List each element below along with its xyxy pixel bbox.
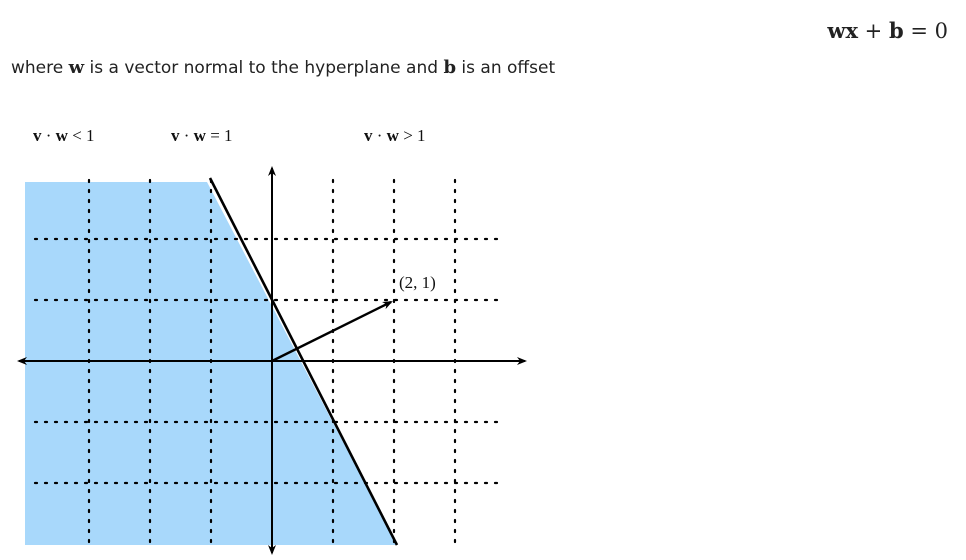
eq-w: w [827,18,846,43]
region-gt-val: 1 [417,126,426,145]
region-gt-rel: > [403,126,413,145]
region-eq-val: 1 [224,126,233,145]
region-gt-w: w [386,126,399,145]
region-label-greater: v · w > 1 [364,126,426,146]
hyperplane-line-layer [208,177,399,546]
region-gt-v: v [364,126,373,145]
axes-layer [17,166,527,555]
region-eq-w: w [193,126,206,145]
desc-part2: is a vector normal to the hyperplane and [84,58,444,78]
grid-lines-layer [33,178,507,547]
desc-w: w [68,57,85,78]
description-text: where w is a vector normal to the hyperp… [11,57,555,78]
desc-part3: is an offset [456,58,556,78]
region-label-less: v · w < 1 [33,126,95,146]
half-plane-region [25,182,397,545]
region-eq-dot: · [183,126,190,145]
region-less-v: v [33,126,42,145]
eq-b: b [888,18,904,43]
eq-rhs: 0 [934,19,948,43]
region-label-equal: v · w = 1 [171,126,233,146]
region-less-rel: < [72,126,82,145]
region-gt-dot: · [376,126,383,145]
region-less-w: w [55,126,68,145]
region-less-val: 1 [86,126,95,145]
normal-vector-layer [271,300,393,363]
region-eq-rel: = [210,126,220,145]
region-less-dot: · [45,126,52,145]
hyperplane-line [208,177,399,546]
eq-equals: = [910,19,928,43]
half-plane-shading-layer [25,182,397,545]
desc-b: b [443,57,457,78]
desc-part1: where [11,58,69,78]
point-label: (2, 1) [399,273,436,292]
eq-plus: + [864,19,883,43]
normal-vector-arrow [271,300,393,363]
eq-x: x [845,18,858,43]
hyperplane-equation: wx + b = 0 [827,18,948,43]
region-eq-v: v [171,126,180,145]
